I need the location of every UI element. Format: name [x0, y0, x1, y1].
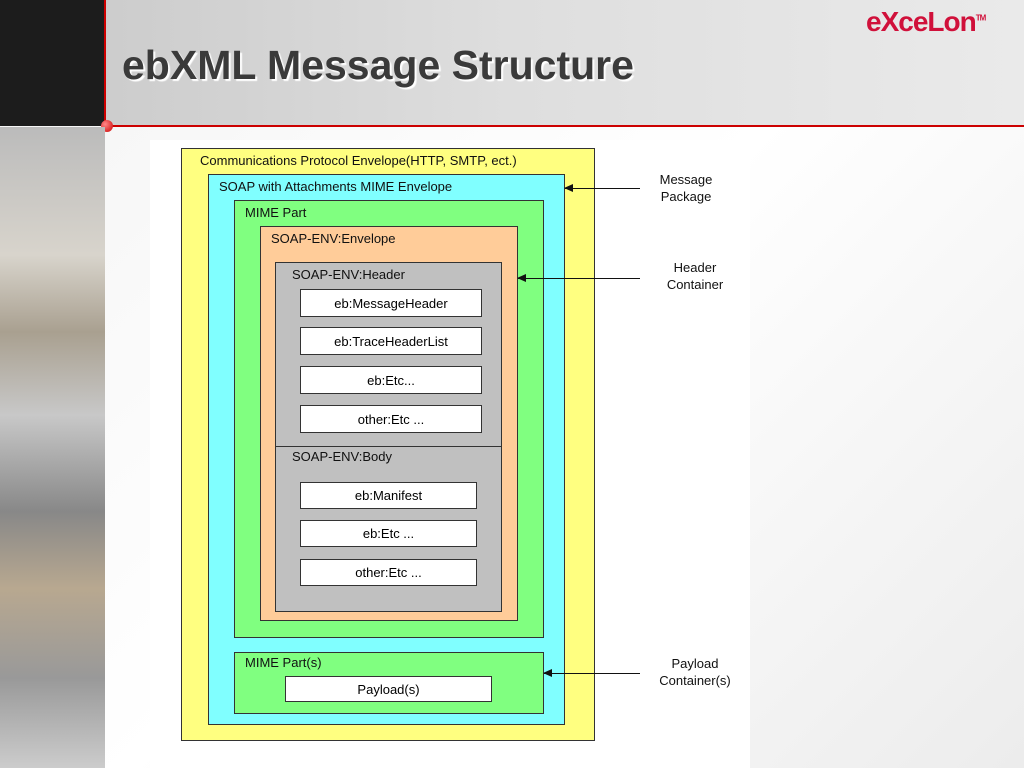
message-package-label: Message Package	[659, 172, 713, 204]
arrow-left-icon	[517, 274, 640, 282]
body-item: other:Etc ...	[300, 559, 477, 586]
header-band	[0, 0, 1024, 126]
body-item: eb:Etc ...	[300, 520, 477, 547]
slide-title: ebXML Message Structure	[122, 42, 634, 88]
corner-block	[0, 0, 105, 126]
divider	[105, 125, 1024, 127]
label: SOAP-ENV:Body	[292, 449, 392, 464]
label: SOAP with Attachments MIME Envelope	[219, 179, 453, 194]
payload-box: Payload(s)	[285, 676, 492, 702]
header-item: other:Etc ...	[300, 405, 482, 433]
divider	[104, 0, 106, 126]
label: SOAP-ENV:Envelope	[271, 231, 396, 246]
arrow-left-icon	[543, 669, 640, 677]
payload-container-label: Payload Container(s)	[659, 656, 731, 688]
header-container-label: Header Container	[666, 260, 724, 292]
excelon-logo: eXceLonTM	[866, 6, 986, 37]
soap-header-body: SOAP-ENV:Header SOAP-ENV:Body	[275, 262, 502, 612]
label: Communications Protocol Envelope(HTTP, S…	[200, 153, 517, 168]
divider	[276, 446, 501, 447]
arrow-left-icon	[564, 184, 640, 192]
photo-strip	[0, 127, 105, 768]
body-item: eb:Manifest	[300, 482, 477, 509]
label: SOAP-ENV:Header	[292, 267, 405, 282]
header-item: eb:Etc...	[300, 366, 482, 394]
label: MIME Part(s)	[245, 655, 322, 670]
header-item: eb:MessageHeader	[300, 289, 482, 317]
label: MIME Part	[245, 205, 307, 220]
header-item: eb:TraceHeaderList	[300, 327, 482, 355]
